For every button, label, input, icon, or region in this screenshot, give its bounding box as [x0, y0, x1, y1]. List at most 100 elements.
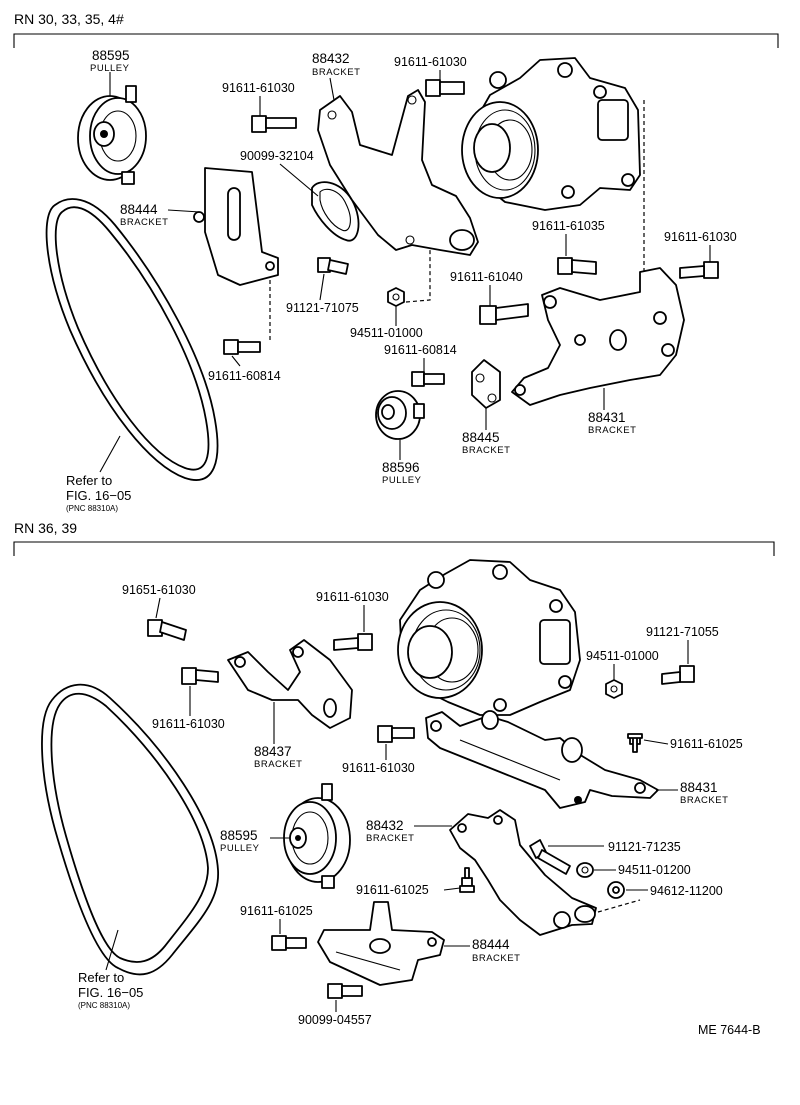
bolt-91611-61030-a[interactable] [251, 115, 297, 133]
bolt-90099-04557[interactable] [327, 983, 363, 999]
name-88444: BRACKET [120, 217, 168, 228]
label-88445: 88445 [462, 430, 500, 445]
bolt-91611-61025-b[interactable] [459, 867, 475, 893]
label-91611-61025-c: 91611-61025 [240, 904, 313, 918]
bolt-91611-61030-b[interactable] [425, 79, 465, 97]
label-88432b: 88432 [366, 818, 404, 833]
bracket-88444-top[interactable] [193, 167, 279, 286]
label-88431b: 88431 [680, 780, 718, 795]
leader-91121-71075 [319, 273, 325, 301]
label-91611-61030-f: 91611-61030 [342, 761, 415, 775]
leader-refer-1 [99, 435, 121, 473]
bolt-91611-61025-c[interactable] [271, 935, 307, 951]
gasket-90099-32104[interactable] [311, 181, 360, 242]
label-88444b: 88444 [472, 937, 510, 952]
refer-text-2-line2: FIG. 16−05 [78, 985, 143, 1000]
bolt-91611-61030-e[interactable] [181, 667, 219, 685]
bolt-91651-61030[interactable] [147, 619, 187, 641]
washer-94511-01200[interactable] [576, 862, 594, 878]
bolt-91611-61030-c[interactable] [679, 261, 719, 279]
name-88431b: BRACKET [680, 795, 728, 806]
label-94511-01000-b: 94511-01000 [586, 649, 659, 663]
bolt-91611-61030-d[interactable] [333, 633, 373, 651]
drive-belt-1[interactable] [45, 198, 219, 481]
label-91651-61030: 91651-61030 [122, 583, 196, 597]
label-88431: 88431 [588, 410, 626, 425]
dashed-guide-nut [405, 250, 431, 303]
bracket-88445[interactable] [471, 359, 501, 409]
bolt-91611-61040[interactable] [479, 303, 529, 325]
compressor-bottom[interactable] [397, 559, 581, 716]
bolt-91611-60814-b[interactable] [411, 371, 445, 387]
label-91611-61030-b: 91611-61030 [394, 55, 467, 69]
label-88595: 88595 [92, 48, 130, 63]
label-91611-61030-d: 91611-61030 [316, 590, 389, 604]
refer-text-1-line3: (PNC 88310A) [66, 504, 118, 513]
name-88444b: BRACKET [472, 953, 520, 964]
bolt-91611-61035[interactable] [557, 257, 597, 275]
label-91611-61035: 91611-61035 [532, 219, 605, 233]
bracket-88431-top[interactable] [511, 267, 685, 406]
bolt-91611-60814-a[interactable] [223, 339, 261, 355]
refer-text-1-line1: Refer to [66, 473, 112, 488]
nut-94511-01000[interactable] [387, 287, 405, 307]
section1-header: RN 30, 33, 35, 4# [14, 11, 124, 27]
bracket-88432-bottom[interactable] [449, 809, 597, 936]
label-94511-01000: 94511-01000 [350, 326, 423, 340]
name-88595b: PULLEY [220, 843, 260, 854]
refer-text-1-line2: FIG. 16−05 [66, 488, 131, 503]
leader-91651-61030 [155, 597, 161, 619]
label-91611-61030-e: 91611-61030 [152, 717, 225, 731]
nut-94612-11200[interactable] [607, 881, 625, 899]
bolt-91121-71235[interactable] [529, 839, 571, 875]
label-88432: 88432 [312, 51, 350, 66]
footer-code: ME 7644-B [698, 1023, 761, 1037]
compressor-top[interactable] [461, 57, 641, 211]
label-91611-60814-b: 91611-60814 [384, 343, 457, 357]
name-88595: PULLEY [90, 63, 130, 74]
label-91611-60814-a: 91611-60814 [208, 369, 281, 383]
drive-belt-2[interactable] [41, 683, 219, 976]
label-88437: 88437 [254, 744, 292, 759]
name-88596: PULLEY [382, 475, 422, 486]
label-88595b: 88595 [220, 828, 258, 843]
label-88444: 88444 [120, 202, 158, 217]
nut-94511-01000-b[interactable] [605, 679, 623, 699]
leader-refer-2 [105, 929, 119, 971]
label-91611-61025-a: 91611-61025 [670, 737, 743, 751]
refer-text-2-line1: Refer to [78, 970, 124, 985]
bracket-88431-bottom[interactable] [425, 710, 659, 809]
bracket-88437[interactable] [227, 639, 353, 729]
label-94612-11200: 94612-11200 [650, 884, 723, 898]
label-90099-04557: 90099-04557 [298, 1013, 372, 1027]
pulley-88596[interactable] [375, 390, 425, 440]
leader-88444 [167, 209, 201, 213]
bolt-91121-71055[interactable] [661, 665, 695, 685]
label-91611-61025-b: 91611-61025 [356, 883, 429, 897]
section2-frame [13, 541, 775, 556]
label-91611-61040: 91611-61040 [450, 270, 523, 284]
label-90099-32104: 90099-32104 [240, 149, 314, 163]
refer-text-2-line3: (PNC 88310A) [78, 1001, 130, 1010]
leader-88432 [329, 77, 335, 101]
name-88431: BRACKET [588, 425, 636, 436]
label-91121-71055: 91121-71055 [646, 625, 719, 639]
section2-header: RN 36, 39 [14, 520, 77, 536]
label-94511-01200: 94511-01200 [618, 863, 691, 877]
label-91121-71235: 91121-71235 [608, 840, 681, 854]
bracket-88444-bottom[interactable] [317, 901, 445, 986]
bracket-88432-top[interactable] [317, 89, 479, 256]
name-88437: BRACKET [254, 759, 302, 770]
name-88432: BRACKET [312, 67, 360, 78]
pulley-88595-top[interactable] [77, 85, 147, 185]
bolt-91611-61025-a[interactable] [627, 733, 643, 753]
leader-91611-61025-b [443, 887, 461, 891]
bolt-91121-71075[interactable] [317, 257, 349, 275]
label-91611-61030-c: 91611-61030 [664, 230, 737, 244]
leader-90099-32104 [279, 163, 319, 197]
leader-91611-61025-a [643, 739, 669, 745]
bolt-91611-61030-f[interactable] [377, 725, 415, 743]
pulley-88595-bottom[interactable] [283, 783, 351, 889]
